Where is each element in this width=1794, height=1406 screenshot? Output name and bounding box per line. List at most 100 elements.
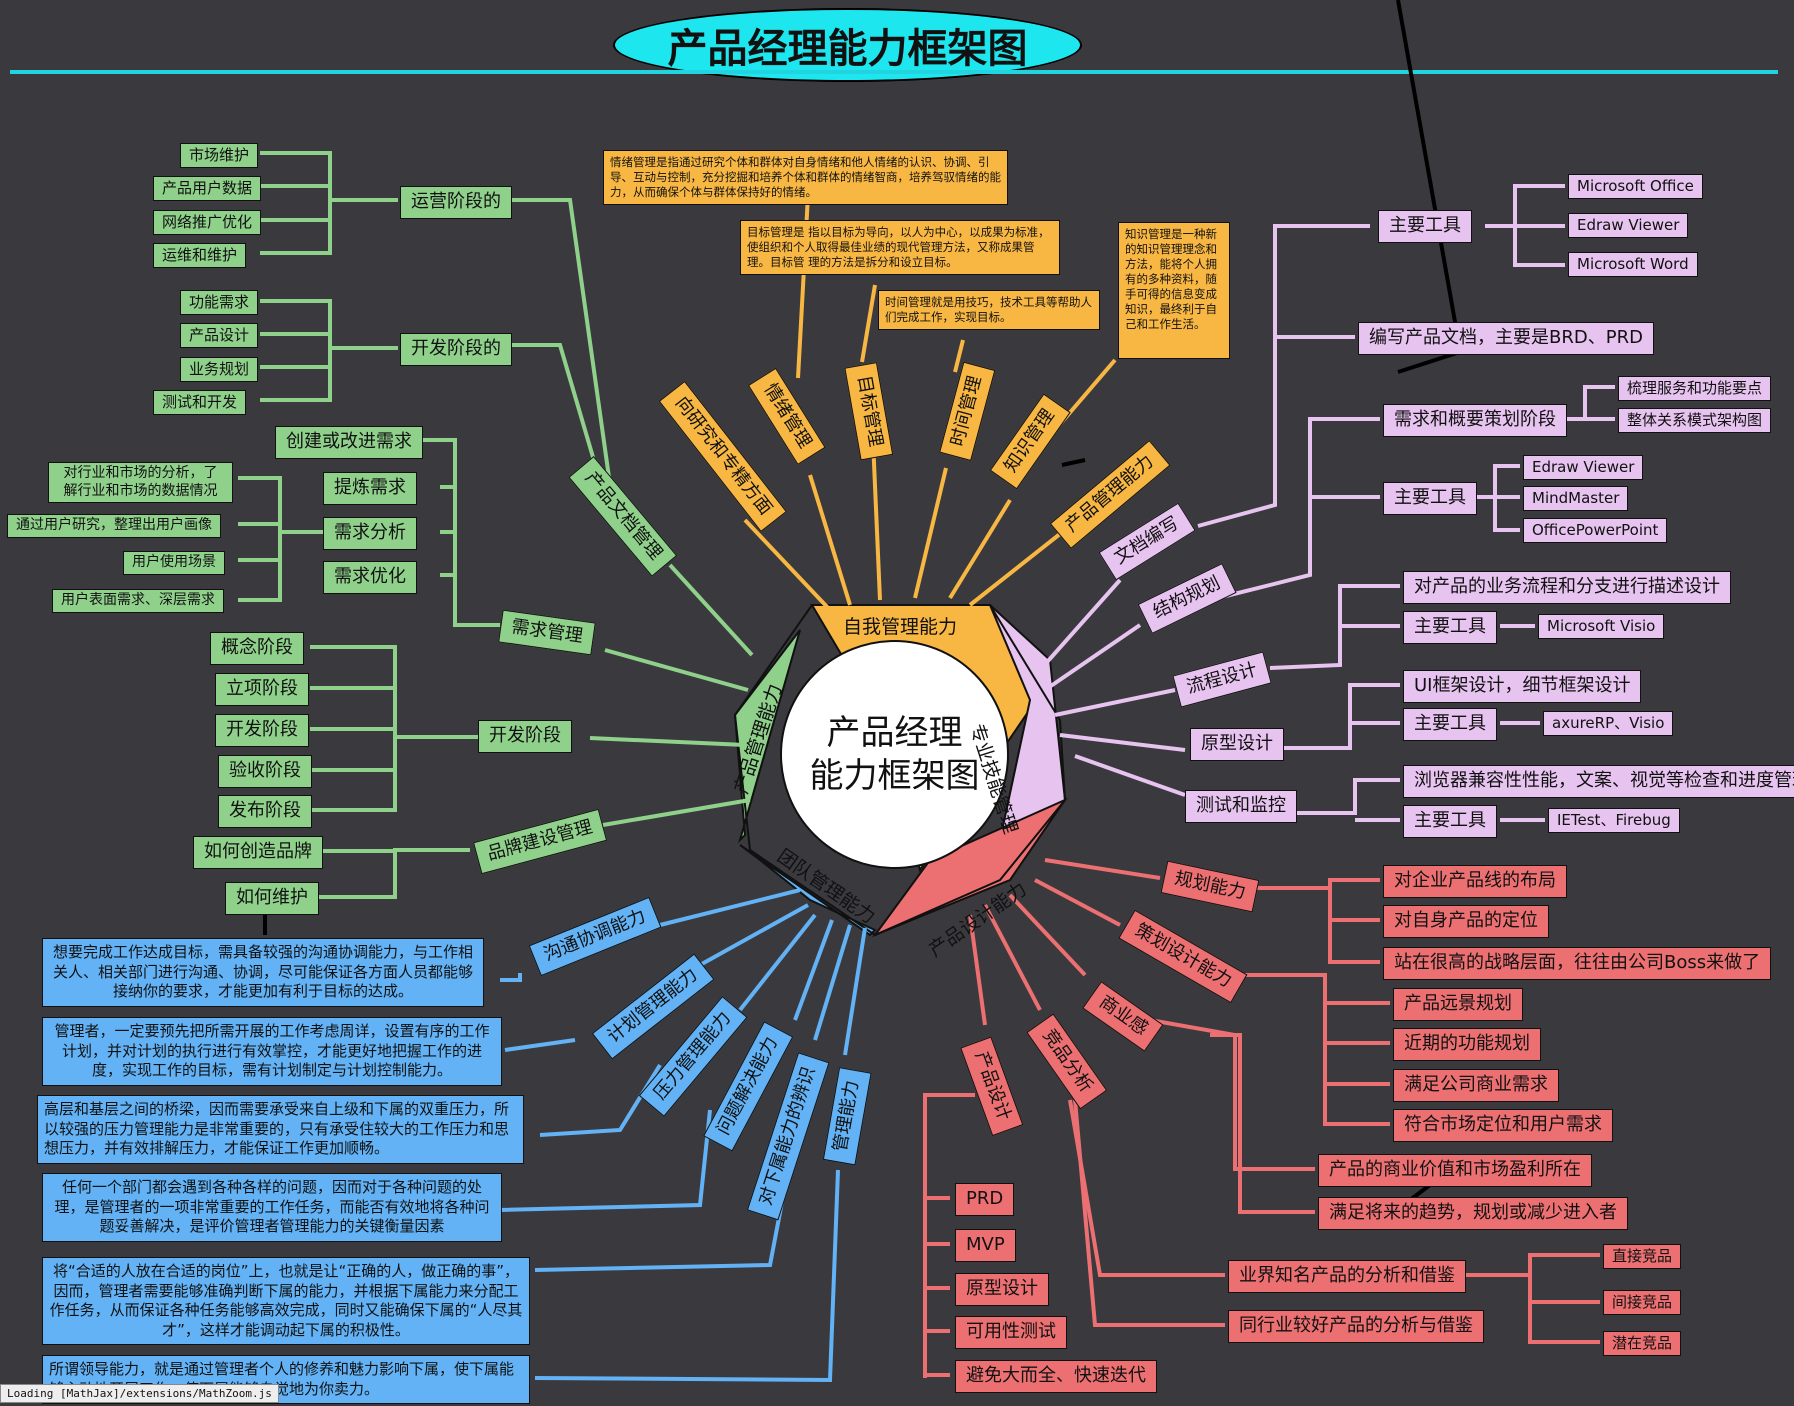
- ops-stage[interactable]: 运营阶段的: [400, 186, 512, 219]
- competitor-item-0[interactable]: 业界知名产品的分析和借鉴: [1228, 1260, 1466, 1293]
- dev-stage-item-1[interactable]: 产品设计: [180, 323, 259, 348]
- node-plan[interactable]: 规划能力: [1160, 860, 1260, 912]
- node-flow[interactable]: 流程设计: [1172, 651, 1272, 708]
- dev-item-1[interactable]: 立项阶段: [215, 673, 309, 706]
- strategy-item-1[interactable]: 近期的功能规划: [1393, 1028, 1541, 1061]
- req-item-2[interactable]: 需求分析: [323, 517, 417, 550]
- node-manage[interactable]: 管理能力: [822, 1067, 872, 1166]
- strategy-item-2[interactable]: 满足公司商业需求: [1393, 1069, 1559, 1102]
- ops-item-0[interactable]: 市场维护: [180, 143, 259, 168]
- flow-tool[interactable]: Microsoft Visio: [1538, 614, 1665, 639]
- structure-tool-1[interactable]: MindMaster: [1523, 486, 1629, 511]
- node-structure[interactable]: 结构规划: [1137, 563, 1237, 634]
- structure-stage[interactable]: 需求和概要策划阶段: [1383, 404, 1567, 437]
- brand-item-0[interactable]: 如何创造品牌: [193, 836, 323, 869]
- page-title: 产品经理能力框架图: [613, 8, 1082, 82]
- plan-item-1[interactable]: 对自身产品的定位: [1383, 905, 1549, 938]
- product-design-item-3[interactable]: 可用性测试: [955, 1316, 1067, 1349]
- business-item-1[interactable]: 满足将来的趋势，规划或减少进入者: [1318, 1197, 1628, 1230]
- test-tool[interactable]: IETest、Firebug: [1548, 808, 1680, 833]
- req-analysis-2[interactable]: 用户使用场景: [123, 551, 225, 575]
- structure-stage-0[interactable]: 梳理服务和功能要点: [1618, 376, 1772, 401]
- dev-item-3[interactable]: 验收阶段: [218, 755, 312, 788]
- center-line2: 能力框架图: [809, 755, 980, 796]
- node-test[interactable]: 测试和监控: [1185, 790, 1297, 823]
- structure-tool-0[interactable]: Edraw Viewer: [1523, 455, 1644, 480]
- status-bar: Loading [MathJax]/extensions/MathZoom.js: [0, 1384, 279, 1403]
- node-product-design[interactable]: 产品设计: [960, 1036, 1024, 1136]
- product-design-item-4[interactable]: 避免大而全、快速迭代: [955, 1360, 1157, 1393]
- note-goal: 目标管理是 指以目标为导向，以人为中心，以成果为标准，使组织和个人取得最佳业绩的…: [740, 220, 1060, 275]
- doc-tools[interactable]: 主要工具: [1378, 210, 1472, 243]
- team-note-0: 想要完成工作达成目标，需具备较强的沟通协调能力，与工作相关人、相关部门进行沟通、…: [42, 938, 484, 1007]
- structure-stage-1[interactable]: 整体关系模式架构图: [1618, 408, 1772, 433]
- wedge-design: 产品设计能力: [924, 878, 1031, 962]
- dev-item-2[interactable]: 开发阶段: [215, 714, 309, 747]
- test-desc[interactable]: 浏览器兼容性性能，文案、视觉等检查和进度管理: [1403, 765, 1794, 798]
- ops-item-3[interactable]: 运维和维护: [153, 243, 247, 268]
- node-business[interactable]: 商业感: [1082, 981, 1164, 1052]
- dev-stage-item-0[interactable]: 功能需求: [180, 290, 259, 315]
- structure-tool-2[interactable]: OfficePowerPoint: [1523, 518, 1668, 543]
- doc-tool-2[interactable]: Microsoft Word: [1568, 252, 1698, 277]
- proto-tools[interactable]: 主要工具: [1403, 708, 1497, 741]
- team-note-1: 管理者，一定要预先把所需开展的工作考虑周详，设置有序的工作计划，并对计划的执行进…: [42, 1017, 502, 1086]
- ops-item-1[interactable]: 产品用户数据: [153, 176, 262, 201]
- plan-item-2[interactable]: 站在很高的战略层面，往往由公司Boss来做了: [1383, 947, 1772, 980]
- node-brand[interactable]: 品牌建设管理: [473, 808, 607, 874]
- node-doc-mgmt[interactable]: 产品文档管理: [568, 456, 678, 577]
- node-proto[interactable]: 原型设计: [1190, 728, 1284, 761]
- strategy-item-3[interactable]: 符合市场定位和用户需求: [1393, 1109, 1613, 1142]
- center-line1: 产品经理: [826, 713, 963, 753]
- plan-item-0[interactable]: 对企业产品线的布局: [1383, 865, 1567, 898]
- doc-tool-0[interactable]: Microsoft Office: [1568, 174, 1703, 199]
- proto-tool[interactable]: axureRP、Visio: [1543, 711, 1674, 736]
- node-goal[interactable]: 目标管理: [844, 362, 894, 461]
- req-analysis-1[interactable]: 通过用户研究，整理出用户画像: [7, 514, 221, 538]
- center-circle: 产品经理 能力框架图: [780, 640, 1009, 869]
- wedge-product: 产品管理能力: [730, 681, 787, 797]
- proto-desc[interactable]: UI框架设计，细节框架设计: [1403, 670, 1642, 703]
- dev-stage-item-2[interactable]: 业务规划: [180, 357, 259, 382]
- node-doc[interactable]: 文档编写: [1098, 502, 1196, 580]
- node-knowledge[interactable]: 知识管理: [989, 393, 1071, 490]
- product-design-item-1[interactable]: MVP: [955, 1229, 1016, 1262]
- dev-item-0[interactable]: 概念阶段: [210, 632, 304, 665]
- req-item-3[interactable]: 需求优化: [323, 561, 417, 594]
- node-emotion[interactable]: 情绪管理: [748, 367, 826, 465]
- structure-tools[interactable]: 主要工具: [1383, 482, 1477, 515]
- team-note-4: 将“合适的人放在合适的岗位”上，也就是让“正确的人，做正确的事”，因而，管理者需…: [42, 1257, 530, 1345]
- node-time[interactable]: 时间管理: [939, 361, 995, 461]
- doc-write[interactable]: 编写产品文档，主要是BRD、PRD: [1358, 322, 1654, 355]
- ops-item-2[interactable]: 网络推广优化: [153, 210, 262, 235]
- dev-stage[interactable]: 开发阶段的: [400, 333, 512, 366]
- competitor-type-0[interactable]: 直接竞品: [1603, 1244, 1682, 1269]
- doc-tool-1[interactable]: Edraw Viewer: [1568, 213, 1689, 238]
- node-req[interactable]: 需求管理: [498, 609, 596, 655]
- req-analysis-0[interactable]: 对行业和市场的分析，了解行业和市场的数据情况: [48, 462, 233, 503]
- req-analysis-3[interactable]: 用户表面需求、深层需求: [52, 589, 224, 613]
- node-competitor[interactable]: 竞品分析: [1026, 1013, 1108, 1110]
- team-note-2: 高层和基层之间的桥梁，因而需要承受来自上级和下属的双重压力，所以较强的压力管理能…: [37, 1095, 524, 1164]
- req-item-1[interactable]: 提炼需求: [323, 472, 417, 505]
- dev-item-4[interactable]: 发布阶段: [218, 795, 312, 828]
- competitor-item-1[interactable]: 同行业较好产品的分析与借鉴: [1228, 1310, 1484, 1343]
- competitor-type-2[interactable]: 潜在竞品: [1603, 1331, 1682, 1356]
- brand-item-1[interactable]: 如何维护: [225, 882, 319, 915]
- product-design-item-0[interactable]: PRD: [955, 1183, 1015, 1216]
- flow-desc[interactable]: 对产品的业务流程和分支进行描述设计: [1403, 571, 1731, 604]
- flow-tools[interactable]: 主要工具: [1403, 611, 1497, 644]
- business-item-0[interactable]: 产品的商业价值和市场盈利所在: [1318, 1154, 1592, 1187]
- test-tools[interactable]: 主要工具: [1403, 805, 1497, 838]
- node-strategy[interactable]: 策划设计能力: [1118, 909, 1248, 1003]
- product-design-item-2[interactable]: 原型设计: [955, 1273, 1049, 1306]
- node-dev[interactable]: 开发阶段: [478, 720, 572, 753]
- note-emotion: 情绪管理是指通过研究个体和群体对自身情绪和他人情绪的认识、协调、引导、互动与控制…: [603, 150, 1008, 205]
- dev-stage-item-3[interactable]: 测试和开发: [153, 390, 247, 415]
- competitor-type-1[interactable]: 间接竞品: [1603, 1290, 1682, 1315]
- strategy-item-0[interactable]: 产品远景规划: [1393, 988, 1523, 1021]
- wedge-self: 自我管理能力: [843, 616, 958, 638]
- req-item-0[interactable]: 创建或改进需求: [275, 426, 423, 459]
- node-communication[interactable]: 沟通协调能力: [528, 896, 662, 976]
